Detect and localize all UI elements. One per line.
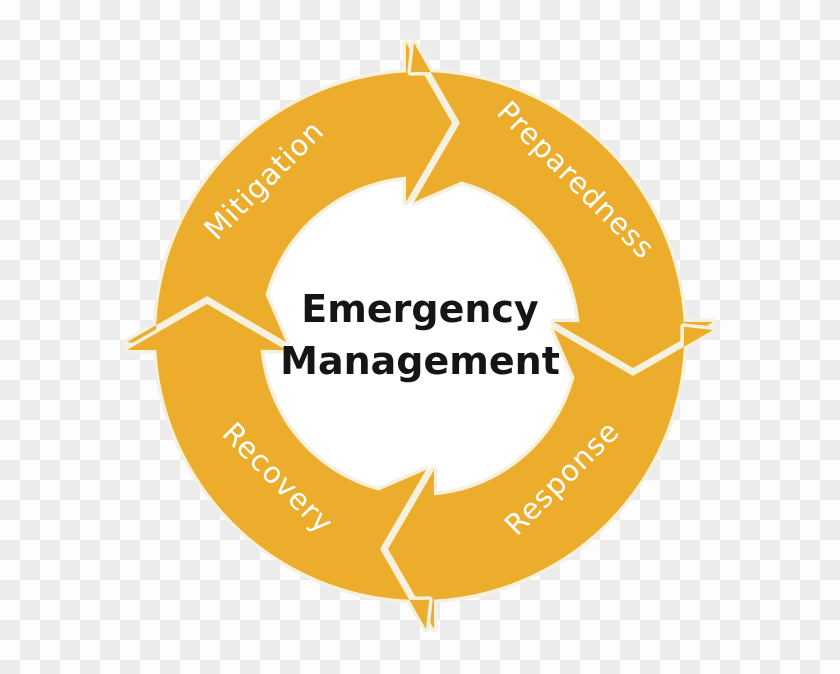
center-title-line-1: Emergency: [301, 287, 539, 331]
center-title: Emergency Management: [0, 283, 840, 387]
segment-arrow-mitigation: [123, 39, 456, 349]
center-title-line-2: Management: [280, 339, 560, 383]
